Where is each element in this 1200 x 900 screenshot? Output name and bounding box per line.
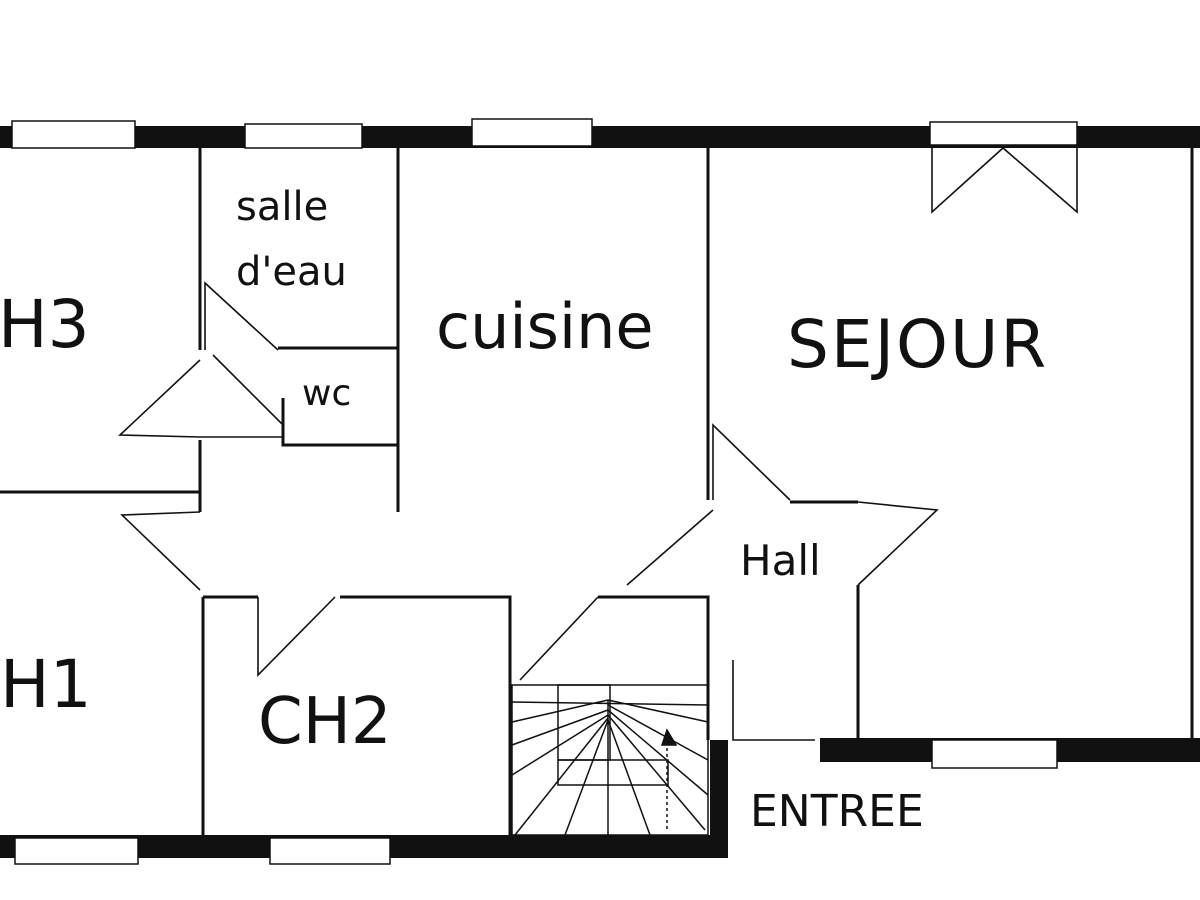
room-label-ch1: H1 [0,646,92,723]
window [244,123,363,149]
windows [11,118,1078,865]
room-label-wc: wc [302,373,352,414]
room-label-salle-deau-line1: salle [236,184,329,230]
window [269,837,391,865]
door-swings [118,146,1078,741]
room-label-salle-deau-line2: d'eau [236,249,347,295]
window [14,837,139,865]
interior-walls [0,148,1194,835]
staircase [511,684,709,836]
room-label-ch2: CH2 [258,685,392,759]
room-label-entree: ENTREE [750,786,924,837]
window [929,121,1078,146]
room-label-hall: Hall [740,536,821,585]
room-label-cuisine: cuisine [436,290,654,363]
room-label-sejour: SEJOUR [787,306,1049,383]
window [931,739,1058,769]
room-label-ch3: H3 [0,286,90,363]
window [11,120,136,149]
window [471,118,593,147]
